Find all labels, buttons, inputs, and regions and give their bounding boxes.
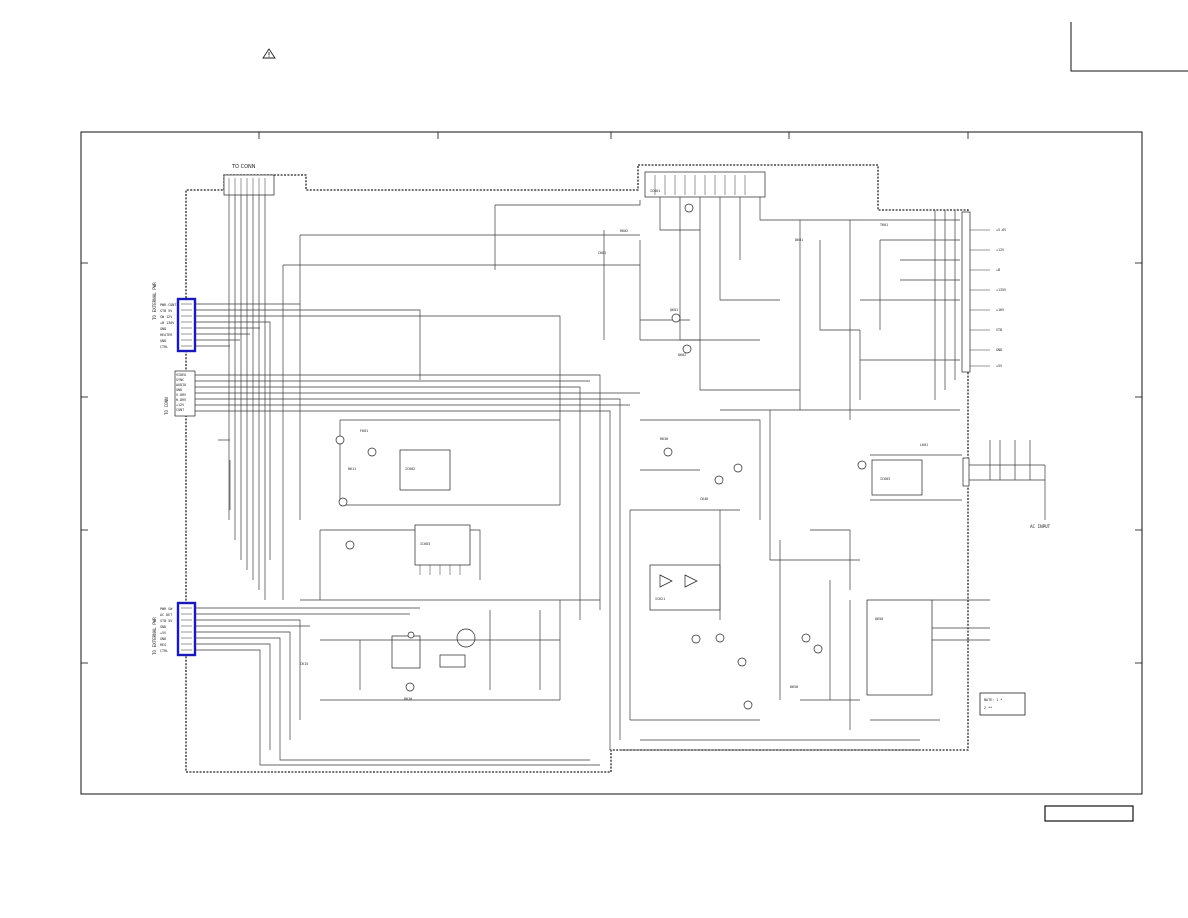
ic-block-right-lower: Q650 [800, 460, 990, 730]
connector-upper-label: TO EXTERNAL PWR [152, 282, 157, 320]
legend-line-1: NOTE: 1 * [984, 698, 1002, 702]
label-r602: R602 [620, 229, 628, 233]
top-ic-block: IC601 [644, 171, 766, 198]
component-labels: C601 R602 Q601 Q602 D601 T601 L601 F601 … [300, 223, 928, 701]
upper-pin-4: +B 130V [160, 321, 174, 325]
upper-pin-7: GND [160, 339, 166, 343]
header-bus-wires [228, 195, 266, 600]
connector-upper: TO EXTERNAL PWR PWR-CONT STB 5V SW 12V +… [152, 282, 197, 353]
label-t601: IC603 [880, 477, 890, 481]
frame-grid-ticks [81, 132, 1142, 664]
out-label-5: +16V [996, 308, 1004, 312]
upper-center-wires [640, 197, 960, 420]
middle-pin-2: SYNC [176, 378, 184, 382]
upper-pin-3: SW 12V [160, 315, 172, 319]
label-d610: C615 [300, 662, 308, 666]
label-ic601: IC601 [650, 189, 660, 193]
connector-middle: TO CONN VIDEO SYNC AUDIO GND V-DRV H-DRV… [164, 370, 196, 417]
upper-pin-1: PWR-CONT [160, 303, 176, 307]
middle-pin-5: V-DRV [176, 393, 186, 397]
label-q650: Q650 [875, 617, 883, 621]
ic-block-left: IC602 IC603 [335, 435, 471, 575]
warning-triangle-icon [262, 48, 276, 59]
ac-input-section: IC603 AC INPUT [870, 440, 1051, 529]
legend-line-2: 2 ** [984, 706, 992, 710]
middle-pin-6: H-DRV [176, 398, 186, 402]
middle-pin-1: VIDEO [176, 373, 186, 377]
ic-block-center: IC621 [620, 410, 920, 751]
out-label-6: STB [996, 328, 1002, 332]
label-r611: F601 [360, 429, 368, 433]
right-output-connector: +5.6V +12V +B +135V +16V STB GND +5V [961, 211, 1006, 373]
label-ic621: IC621 [655, 597, 665, 601]
connector-lower-label: TO EXTERNAL PWR [152, 617, 157, 655]
power-board-outline [185, 164, 969, 773]
out-label-7: GND [996, 348, 1002, 352]
out-label-8: +5V [996, 364, 1002, 368]
label-q602: Q602 [678, 353, 686, 357]
page-number-box [1044, 805, 1134, 822]
upper-pin-8: CTRL [160, 345, 168, 349]
lower-pin-5: +5V [160, 631, 166, 635]
lower-pin-3: STB 5V [160, 619, 172, 623]
lower-pin-7: REG [160, 643, 166, 647]
top-trunk-wires [218, 200, 641, 601]
middle-pin-4: GND [176, 388, 182, 392]
title-box-corner [1070, 22, 1188, 72]
label-c615: R611 [348, 467, 356, 471]
lower-pin-2: AC DET [160, 613, 172, 617]
out-label-3: +B [996, 268, 1000, 272]
upper-pin-2: STB 5V [160, 309, 172, 313]
label-ic603: IC603 [420, 542, 430, 546]
to-conn-header: TO CONN [223, 164, 275, 196]
label-q601: Q601 [670, 308, 678, 312]
lower-pin-8: CTRL [160, 649, 168, 653]
middle-pin-3: AUDIO [176, 383, 186, 387]
lower-pin-6: GND [160, 637, 166, 641]
connector-middle-label: TO CONN [164, 397, 169, 415]
label-q610: D610 [404, 697, 412, 701]
label-r630: R630 [660, 437, 668, 441]
label-d601: D601 [795, 238, 803, 242]
out-label-4: +135V [996, 288, 1006, 292]
label-l601: T601 [880, 223, 888, 227]
label-f601: L601 [920, 443, 928, 447]
out-label-1: +5.6V [996, 228, 1006, 232]
middle-pin-7: +12V [176, 403, 184, 407]
upper-pin-5: GND [160, 327, 166, 331]
label-c601: C601 [598, 251, 606, 255]
connector-lower-highlight [176, 601, 197, 657]
lower-pin-1: PWR SW [160, 607, 173, 611]
label-ic602: IC602 [405, 467, 415, 471]
connector-lower: TO EXTERNAL PWR PWR SW AC DET STB 5V GND… [152, 601, 197, 657]
connector-fanout-wires [195, 303, 640, 766]
connector-upper-highlight [176, 297, 197, 353]
schematic-frame [80, 131, 1143, 795]
label-d650: D650 [790, 685, 798, 689]
label-c640: C640 [700, 497, 708, 501]
regulator-block [320, 600, 561, 701]
middle-pin-8: CONT [176, 408, 184, 412]
transistor-markers [407, 203, 694, 639]
out-label-2: +12V [996, 248, 1004, 252]
to-conn-label: TO CONN [231, 164, 256, 170]
legend-box: NOTE: 1 * 2 ** [979, 692, 1026, 716]
upper-pin-6: HEATER [160, 333, 173, 337]
ac-input-label: AC INPUT [1030, 524, 1051, 529]
lower-pin-4: GND [160, 625, 166, 629]
